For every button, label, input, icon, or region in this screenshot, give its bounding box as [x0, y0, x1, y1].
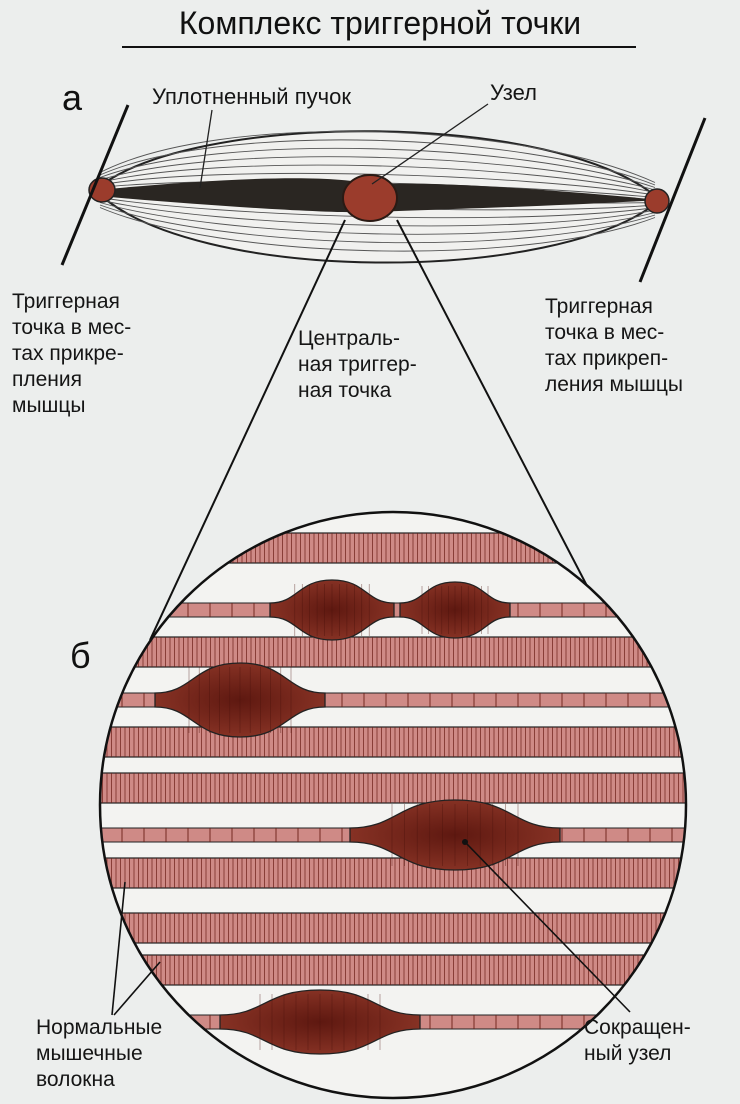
zoom-line-right — [396, 219, 613, 635]
normal-fiber — [100, 636, 686, 668]
normal-fiber — [100, 954, 686, 986]
right-attachment-node — [644, 188, 670, 214]
label-normal-fibers: Нормальные мышечные волокна — [36, 1016, 163, 1091]
magnified-fibers — [100, 512, 686, 1098]
panel-letter-b: б — [70, 635, 91, 676]
spindle-fiber-line — [99, 147, 656, 188]
spindle-fiber-line — [99, 199, 656, 227]
panel-letter-a: а — [62, 77, 83, 118]
spindle-fiber-line — [99, 139, 656, 186]
label-contracted-knot: Сокращен- ный узел — [584, 1016, 691, 1065]
central-knot — [342, 174, 398, 222]
left-tendon-line — [60, 104, 130, 266]
normal-fiber — [100, 857, 686, 889]
normal-fiber-leader-2 — [113, 961, 161, 1016]
spindle-fiber-line — [99, 204, 656, 244]
contracted-fiber — [100, 662, 686, 738]
spindle-fiber-line — [99, 207, 656, 252]
page-title: Комплекс триггерной точки — [178, 5, 582, 41]
spindle-fiber-line — [99, 164, 656, 193]
label-right-attachment: Триггерная точка в мес- тах прикреп- лен… — [545, 295, 683, 396]
label-central-trigger: Централь- ная триггер- ная точка — [298, 327, 417, 402]
contracted-knot-leader — [464, 841, 631, 1013]
spindle-fiber-line — [99, 156, 656, 191]
contracted-fiber — [100, 799, 686, 871]
label-left-attachment: Триггерная точка в мес- тах прикре- плен… — [12, 290, 132, 417]
spindle-fiber-line — [99, 202, 656, 235]
normal-fiber-leader-1 — [111, 881, 126, 1016]
normal-fiber — [100, 912, 686, 944]
muscle-spindle — [60, 104, 707, 283]
knot-leader — [371, 103, 489, 185]
right-tendon-line — [638, 117, 707, 283]
label-knot: Узел — [490, 80, 537, 105]
label-dense-bundle: Уплотненный пучок — [152, 84, 351, 109]
normal-fiber — [100, 772, 686, 804]
contracted-knot-dot — [462, 839, 468, 845]
spindle-fiber-line — [99, 131, 656, 183]
contracted-fiber — [100, 989, 686, 1055]
fiber-group — [100, 532, 686, 1055]
normal-fiber — [100, 726, 686, 758]
contracted-fiber — [100, 579, 686, 641]
zoom-line-left — [149, 219, 346, 641]
magnifier-circle — [98, 510, 688, 1100]
dense-bundle-leader — [199, 109, 213, 189]
normal-fiber — [100, 532, 686, 564]
